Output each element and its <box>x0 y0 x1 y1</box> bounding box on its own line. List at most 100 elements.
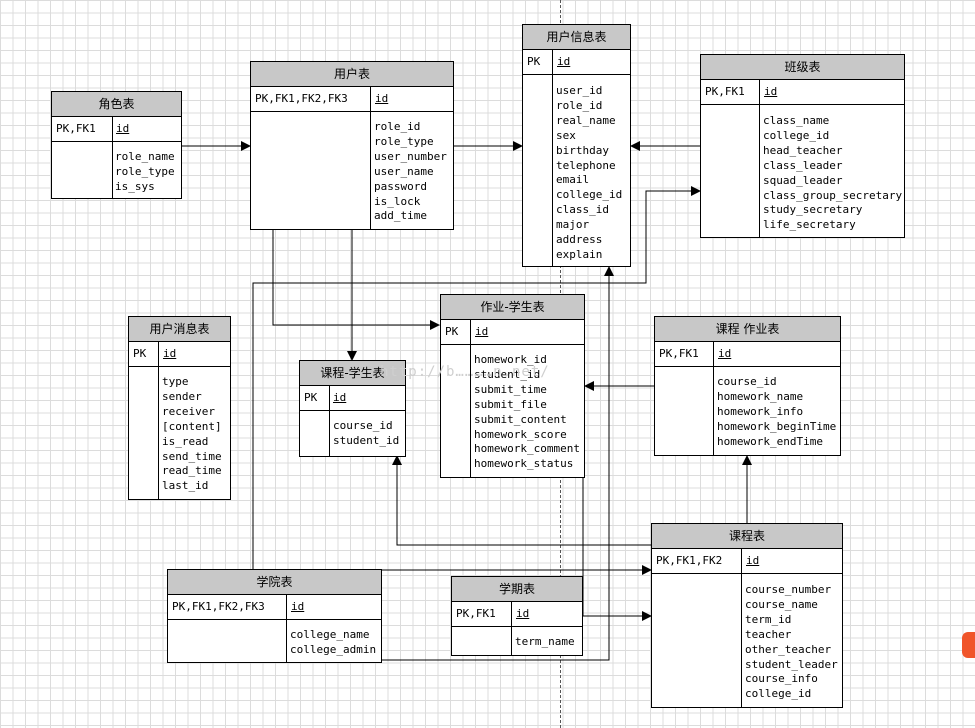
field: address <box>556 233 603 247</box>
field: head_teacher <box>763 143 843 157</box>
field: course_id <box>333 419 393 432</box>
pk-field: id <box>375 92 389 105</box>
field: read_time <box>162 464 222 478</box>
field-list: course_id homework_name homework_info ho… <box>717 375 836 450</box>
field: student_leader <box>745 657 838 671</box>
field-list: class_name college_id head_teacher class… <box>763 114 902 233</box>
field: role_id <box>556 98 603 112</box>
field: teacher <box>745 627 792 641</box>
pk-label: PK,FK1,FK2,FK3 <box>255 92 348 105</box>
rel-college-userinfo <box>381 266 614 661</box>
field: student_id <box>333 433 400 447</box>
table-term: 学期表 PK,FK1 id term_name <box>451 576 583 656</box>
field: is_sys <box>115 179 155 193</box>
field: college_id <box>556 188 623 202</box>
field: role_id <box>374 120 421 133</box>
field: sex <box>556 128 576 142</box>
table-title: 角色表 <box>52 92 181 117</box>
pk-label: PK,FK1,FK2 <box>656 554 723 567</box>
field: user_name <box>374 164 434 178</box>
table-title: 用户表 <box>251 62 453 87</box>
table-title: 用户信息表 <box>523 25 630 50</box>
field-list: course_id student_id <box>333 419 399 449</box>
pk-field: id <box>163 347 177 360</box>
field: homework_info <box>717 404 804 418</box>
table-title: 课程表 <box>652 524 842 549</box>
table-title: 班级表 <box>701 55 904 80</box>
field: homework_beginTime <box>717 419 837 433</box>
field: study_secretary <box>763 203 863 217</box>
field: course_info <box>745 672 818 686</box>
field: homework_comment <box>474 442 580 456</box>
pk-field: id <box>764 85 778 98</box>
field: course_name <box>745 597 818 611</box>
field-list: type sender receiver [content] is_read s… <box>162 375 222 494</box>
table-class: 班级表 PK,FK1 id class_name college_id head_… <box>700 54 905 238</box>
pk-label: PK,FK1 <box>456 607 496 620</box>
field: student_id <box>474 367 541 381</box>
edge-logo-icon <box>962 632 975 658</box>
field: real_name <box>556 113 616 127</box>
field: class_group_secretary <box>763 188 903 202</box>
field: sender <box>162 389 202 403</box>
table-title: 用户消息表 <box>129 317 230 342</box>
field: life_secretary <box>763 218 856 232</box>
field: explain <box>556 247 603 261</box>
table-title: 课程 作业表 <box>655 317 840 342</box>
field: college_admin <box>290 642 377 656</box>
pk-label: PK <box>133 347 147 360</box>
field-list: homework_id student_id submit_time submi… <box>474 353 580 472</box>
table-title: 学院表 <box>168 570 381 595</box>
field-list: role_name role_type is_sys <box>115 150 175 195</box>
pk-label: PK,FK1 <box>659 347 699 360</box>
table-title: 学期表 <box>452 577 582 602</box>
field: class_id <box>556 203 609 217</box>
pk-field: id <box>746 554 760 567</box>
field: role_type <box>374 134 434 148</box>
field: major <box>556 218 590 232</box>
field: is_read <box>162 434 209 448</box>
field: term_name <box>515 635 575 648</box>
field: send_time <box>162 449 222 463</box>
table-user-message: 用户消息表 PK id type sender receiver [content… <box>128 316 231 500</box>
table-user: 用户表 PK,FK1,FK2,FK3 id role_id role_type u… <box>250 61 454 230</box>
field: birthday <box>556 143 609 157</box>
watermark-text: http://b…………n.net/ <box>380 364 550 380</box>
pk-label: PK,FK1 <box>56 122 96 135</box>
field: role_name <box>115 150 175 163</box>
field: term_id <box>745 612 792 626</box>
field: submit_content <box>474 412 567 426</box>
field: homework_id <box>474 353 547 366</box>
table-course-homework: 课程 作业表 PK,FK1 id course_id homework_name … <box>654 316 841 456</box>
field: user_number <box>374 149 447 163</box>
table-title: 课程-学生表 <box>300 361 405 386</box>
field: homework_name <box>717 389 804 403</box>
field-list: term_name <box>515 635 575 650</box>
field: type <box>162 375 189 388</box>
field: password <box>374 179 427 193</box>
pk-label: PK,FK1,FK2,FK3 <box>172 600 265 613</box>
field: [content] <box>162 419 222 433</box>
field: submit_file <box>474 397 547 411</box>
field-list: role_id role_type user_number user_name … <box>374 120 447 224</box>
field: receiver <box>162 404 215 418</box>
table-course: 课程表 PK,FK1,FK2 id course_number course_na… <box>651 523 843 708</box>
field: college_name <box>290 628 370 641</box>
rel-user-homeworkstudent <box>272 229 440 330</box>
rel-college-class <box>252 186 701 570</box>
field: add_time <box>374 209 427 223</box>
pk-field: id <box>516 607 530 620</box>
table-title: 作业-学生表 <box>441 295 584 320</box>
pk-field: id <box>718 347 732 360</box>
field-list: course_number course_name term_id teache… <box>745 583 838 702</box>
field: homework_status <box>474 457 574 471</box>
pk-label: PK <box>445 325 459 338</box>
field: other_teacher <box>745 642 832 656</box>
field: user_id <box>556 84 603 97</box>
field-list: user_id role_id real_name sex birthday t… <box>556 84 622 263</box>
pk-label: PK,FK1 <box>705 85 745 98</box>
